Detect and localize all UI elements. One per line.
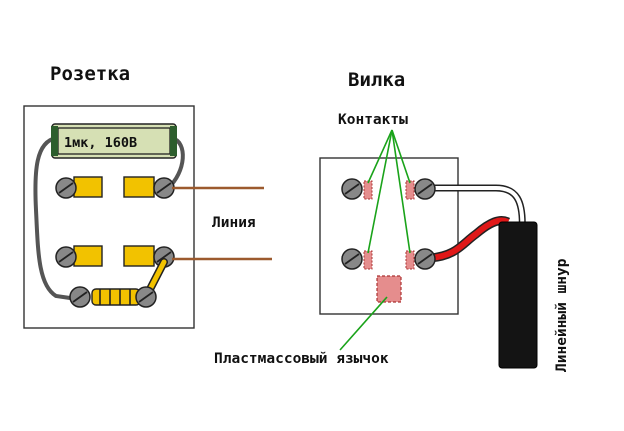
capacitor-label: 1мк, 160В — [64, 135, 137, 151]
contact-bottom-right — [405, 250, 415, 270]
tab-leader — [339, 296, 388, 351]
resistor — [69, 286, 157, 308]
socket-terminal-bottom-right — [123, 245, 175, 268]
plug-screw-top-right — [414, 178, 436, 200]
contact-bottom-left — [363, 250, 373, 270]
line-label: Линия — [212, 215, 256, 231]
socket-title: Розетка — [50, 63, 130, 85]
socket-terminal-bottom-left — [55, 245, 103, 268]
plug-title: Вилка — [348, 69, 405, 91]
contact-top-left — [363, 180, 373, 200]
plastic-tab — [376, 275, 402, 303]
plug-screw-bottom-left — [341, 248, 363, 270]
plug-screw-bottom-right — [414, 248, 436, 270]
line-cord — [498, 221, 538, 369]
contacts-label: Контакты — [338, 112, 408, 128]
contacts-leaders — [367, 129, 411, 254]
cord-label: Линейный шнур — [554, 258, 570, 372]
socket-terminal-top-right — [123, 176, 175, 199]
tab-label: Пластмассовый язычок — [214, 351, 389, 367]
socket-terminal-top-left — [55, 176, 103, 199]
plug-screw-top-left — [341, 178, 363, 200]
capacitor: 1мк, 160В — [51, 123, 177, 159]
contact-top-right — [405, 180, 415, 200]
socket-grey-wire — [33, 136, 71, 300]
